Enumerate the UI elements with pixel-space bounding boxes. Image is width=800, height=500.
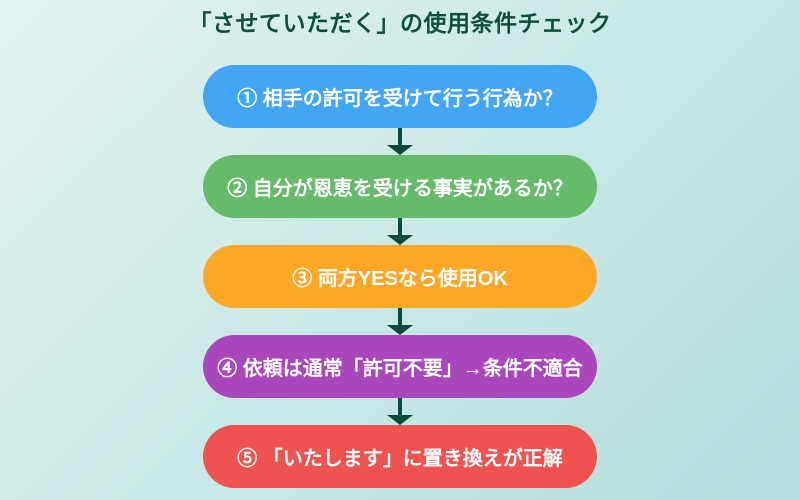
arrow-head-icon [387, 325, 413, 335]
arrow-head-icon [387, 415, 413, 425]
arrow-down-4 [387, 398, 413, 425]
arrow-head-icon [387, 145, 413, 155]
flow-step-3-both-yes-ok: ③ 両方YESなら使用OK [203, 245, 597, 308]
flow-step-1-permission-question: ① 相手の許可を受けて行う行為か？ [203, 65, 597, 128]
arrow-stem [398, 398, 402, 415]
page-title: 「させていただく」の使用条件チェック [188, 10, 612, 36]
arrow-down-2 [387, 218, 413, 245]
arrow-stem [398, 128, 402, 145]
arrow-down-1 [387, 128, 413, 155]
flowchart: ① 相手の許可を受けて行う行為か？ ② 自分が恩恵を受ける事実があるか？ ③ 両… [203, 65, 597, 488]
flow-step-4-request-mismatch: ④ 依頼は通常「許可不要」→条件不適合 [203, 335, 597, 398]
arrow-stem [398, 218, 402, 235]
arrow-head-icon [387, 235, 413, 245]
arrow-down-3 [387, 308, 413, 335]
flow-step-2-benefit-question: ② 自分が恩恵を受ける事実があるか？ [203, 155, 597, 218]
flow-step-5-correct-replacement: ⑤ 「いたします」に置き換えが正解 [203, 425, 597, 488]
arrow-stem [398, 308, 402, 325]
